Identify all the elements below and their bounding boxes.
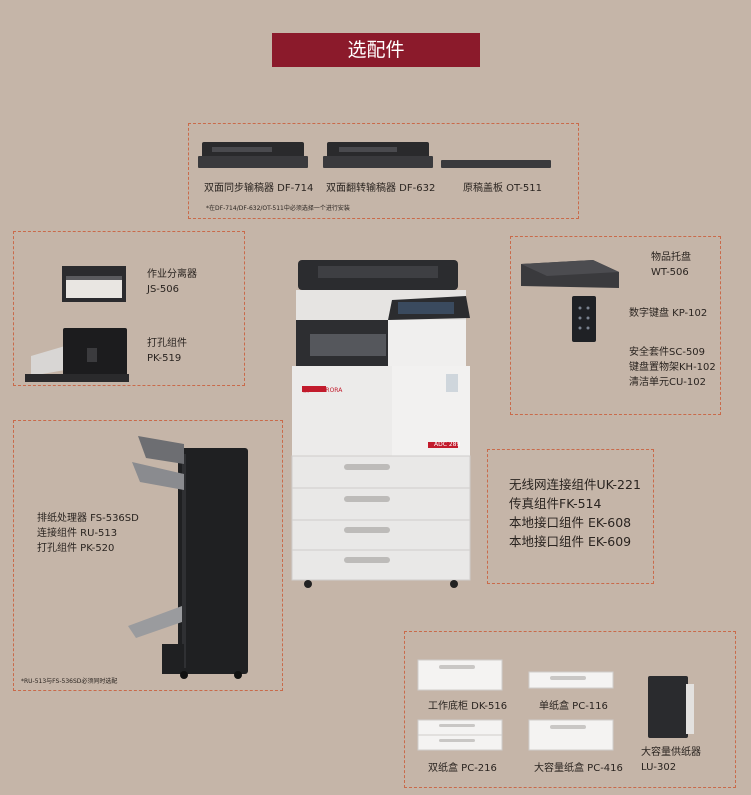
df-632-label: 双面翻转输稿器 DF-632 (326, 183, 436, 194)
ot-511-image (441, 160, 551, 168)
dk-516-label: 工作底柜 DK-516 (428, 701, 508, 712)
fs-536sd-image (128, 436, 248, 679)
pc-416-image (528, 719, 614, 751)
network-accessory-box (487, 449, 654, 584)
finisher-box (13, 420, 283, 691)
pc-416-label: 大容量纸盒 PC-416 (534, 763, 623, 774)
right-accessory-box (510, 236, 721, 415)
kp-102-label: 数字键盘 KP-102 (629, 308, 708, 319)
js-506-image (62, 266, 126, 302)
left-accessory-box (13, 231, 245, 386)
top-note: *在DF-714/DF-632/OT-511中必须选择一个进行安装 (206, 205, 350, 212)
ot-511-label: 原稿盖板 OT-511 (463, 183, 542, 194)
machine-brand: 震旦 AURORA (303, 387, 343, 394)
pc-116-label: 单纸盒 PC-116 (539, 701, 608, 712)
page-title: 选配件 (272, 33, 480, 67)
df-714-label: 双面同步输稿器 DF-714 (204, 183, 314, 194)
df-714-image (198, 142, 308, 168)
finisher-note: *RU-513与FS-536SD必须同时选配 (21, 678, 118, 685)
copier-machine-image (291, 260, 471, 588)
kp-102-image (572, 296, 596, 342)
wt-506-image (521, 260, 619, 288)
paper-accessory-box (404, 631, 736, 788)
pc-216-image (417, 719, 503, 751)
dk-516-image (417, 659, 503, 691)
machine-model-tag: ADC 289 (434, 441, 461, 448)
df-632-image (323, 142, 433, 168)
top-accessory-box (188, 123, 579, 219)
pk-519-image (25, 328, 129, 382)
lu-302-image (648, 676, 694, 738)
pc-116-image (528, 671, 614, 689)
pc-216-label: 双纸盒 PC-216 (428, 763, 497, 774)
